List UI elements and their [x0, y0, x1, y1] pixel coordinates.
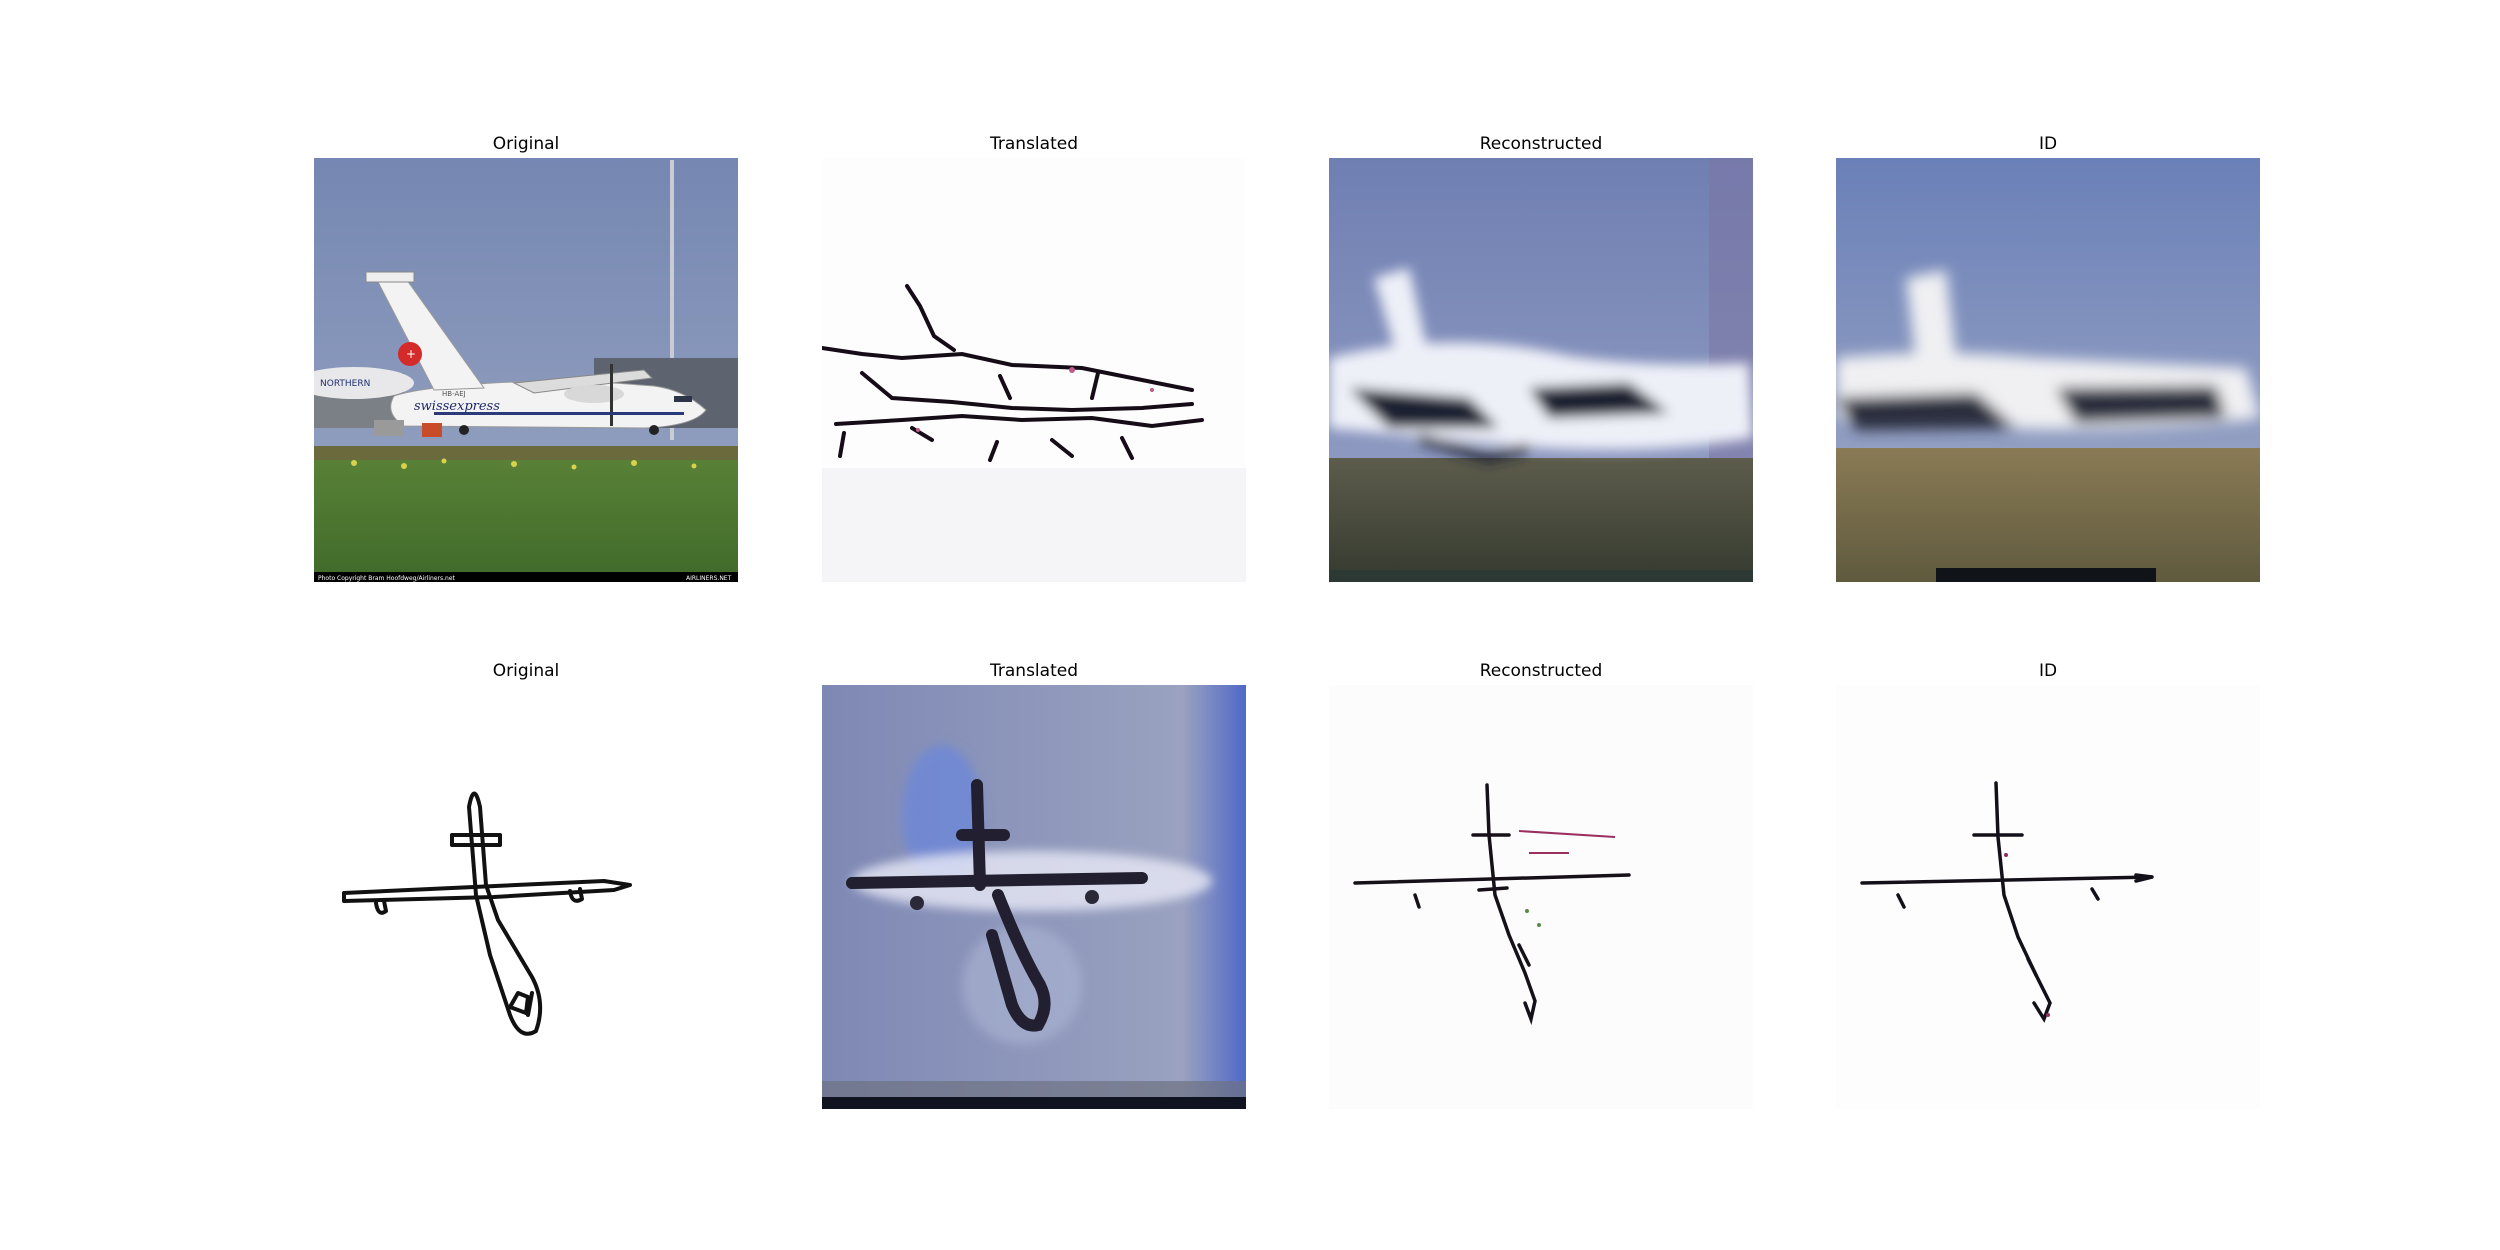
airplane-photo: NORTHERN + swissexpress HB-AEJ Photo Cop… [314, 158, 738, 582]
copyright-left: Photo Copyright Bram Hoofdweg/Airliners.… [318, 575, 456, 582]
panel-title-original-1: Original [492, 134, 560, 154]
reconstructed-sketch [1329, 685, 1753, 1109]
panel-title-translated-2: Translated [990, 661, 1078, 681]
translated-sketch-panel [822, 158, 1246, 582]
original-sketch-panel [314, 685, 738, 1109]
reconstructed-image [1329, 158, 1753, 582]
panel-title-reconstructed-1: Reconstructed [1479, 134, 1603, 154]
copyright-right: AIRLINERS.NET [686, 575, 732, 582]
sketch-image [822, 158, 1246, 582]
id-image [1836, 158, 2260, 582]
sketch-airplane [314, 685, 738, 1109]
panel-title-id-2: ID [2038, 661, 2058, 681]
reconstructed-sketch-panel [1329, 685, 1753, 1109]
panel-title-translated-1: Translated [990, 134, 1078, 154]
tail-word: swissexpress [414, 399, 500, 414]
id-sketch-panel [1836, 685, 2260, 1109]
registration: HB-AEJ [442, 390, 466, 398]
translated-photo-panel [822, 685, 1246, 1109]
id-sketch [1836, 685, 2260, 1109]
panel-title-original-2: Original [492, 661, 560, 681]
reconstructed-photo-panel [1329, 158, 1753, 582]
original-photo-panel: NORTHERN + swissexpress HB-AEJ Photo Cop… [314, 158, 738, 582]
panel-title-reconstructed-2: Reconstructed [1479, 661, 1603, 681]
panel-title-id-1: ID [2038, 134, 2058, 154]
svg-text:+: + [406, 347, 416, 361]
translated-photo [822, 685, 1246, 1109]
side-word: NORTHERN [320, 379, 370, 389]
id-photo-panel [1836, 158, 2260, 582]
